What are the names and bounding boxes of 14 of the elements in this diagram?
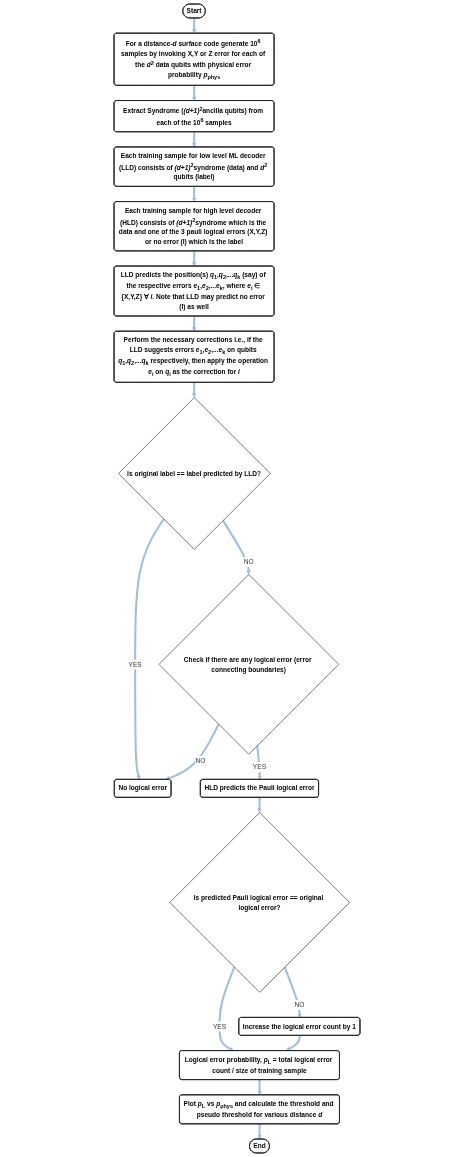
arrow xyxy=(285,1035,301,1051)
arrow xyxy=(218,966,236,1051)
arrow xyxy=(283,966,302,1018)
arrow xyxy=(257,1124,262,1140)
arrow xyxy=(191,251,197,267)
arrow xyxy=(222,519,251,575)
arrow xyxy=(191,85,197,101)
arrow xyxy=(191,131,197,148)
arrow xyxy=(134,518,165,780)
arrow xyxy=(256,745,262,780)
arrow xyxy=(191,186,197,202)
arrow xyxy=(257,1079,262,1096)
arrow xyxy=(257,797,262,813)
arrow xyxy=(165,723,220,781)
